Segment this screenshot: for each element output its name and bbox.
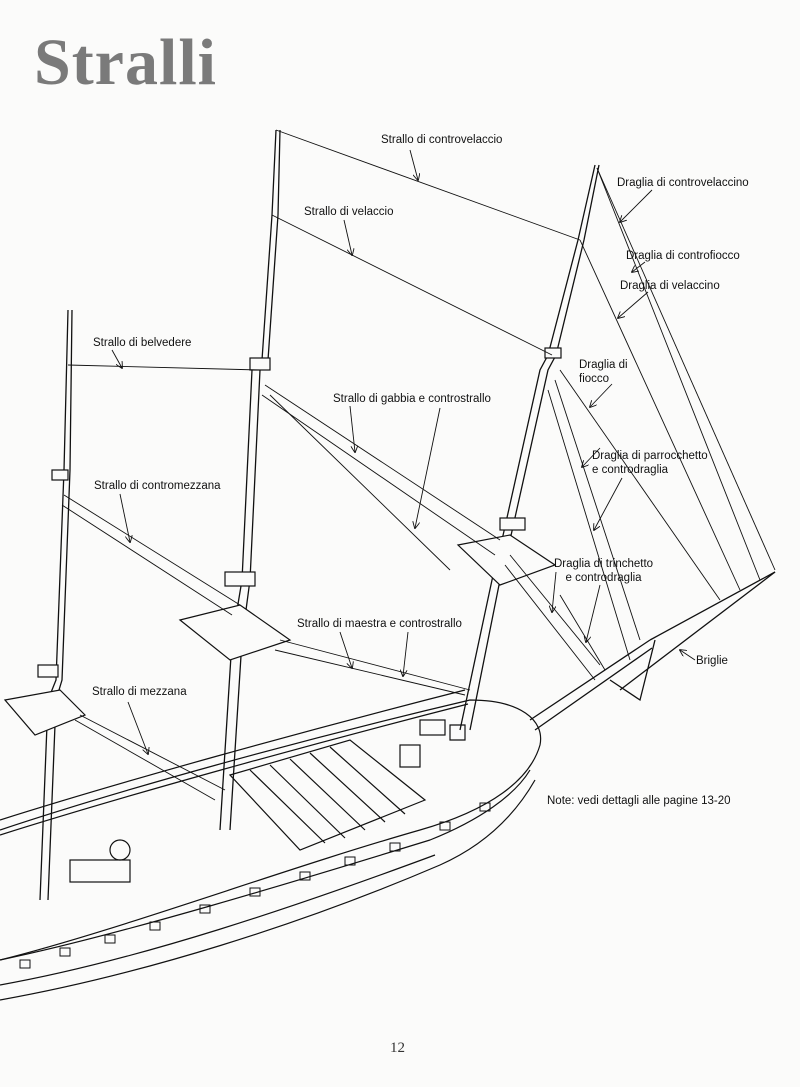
page-number: 12 xyxy=(390,1040,405,1056)
label-draglia-velaccino: Draglia di velaccino xyxy=(620,280,720,292)
label-strallo-contromezzana: Strallo di contromezzana xyxy=(94,480,221,492)
masts xyxy=(39,129,600,901)
label-draglia-fiocco-line2: fiocco xyxy=(579,373,610,386)
label-strallo-gabbia: Strallo di gabbia e controstrallo xyxy=(333,393,491,405)
label-strallo-velaccio: Strallo di velaccio xyxy=(304,206,394,218)
tops xyxy=(3,347,562,736)
label-briglie: Briglie xyxy=(696,655,728,667)
label-strallo-maestra: Strallo di maestra e controstrallo xyxy=(297,618,462,630)
label-draglia-trinchetto: Draglia di trinchetto e controdraglia xyxy=(554,557,653,586)
label-strallo-mezzana: Strallo di mezzana xyxy=(92,686,187,698)
label-draglia-fiocco: Draglia di fiocco xyxy=(579,358,628,387)
label-draglia-parrocchetto: Draglia di parrocchetto e controdraglia xyxy=(592,449,708,478)
hull xyxy=(0,689,542,1001)
label-draglia-controfiocco: Draglia di controfiocco xyxy=(626,250,740,262)
label-strallo-belvedere: Strallo di belvedere xyxy=(93,337,192,349)
label-draglia-parrocchetto-line1: Draglia di parrocchetto xyxy=(592,450,708,462)
label-draglia-parrocchetto-line2: e controdraglia xyxy=(592,464,669,477)
stays xyxy=(61,129,776,801)
note-text: Note: vedi dettagli alle pagine 13-20 xyxy=(547,795,731,807)
label-strallo-controvelaccio: Strallo di controvelaccio xyxy=(381,134,503,146)
label-arrows xyxy=(111,149,696,754)
page-title: Stralli xyxy=(34,26,217,99)
bowsprit xyxy=(529,571,776,731)
label-draglia-fiocco-line1: Draglia di xyxy=(579,359,628,371)
label-draglia-trinchetto-line1: Draglia di trinchetto xyxy=(554,558,654,570)
label-draglia-controvelaccino: Draglia di controvelaccino xyxy=(617,177,749,189)
label-draglia-trinchetto-line2: e controdraglia xyxy=(565,572,642,585)
